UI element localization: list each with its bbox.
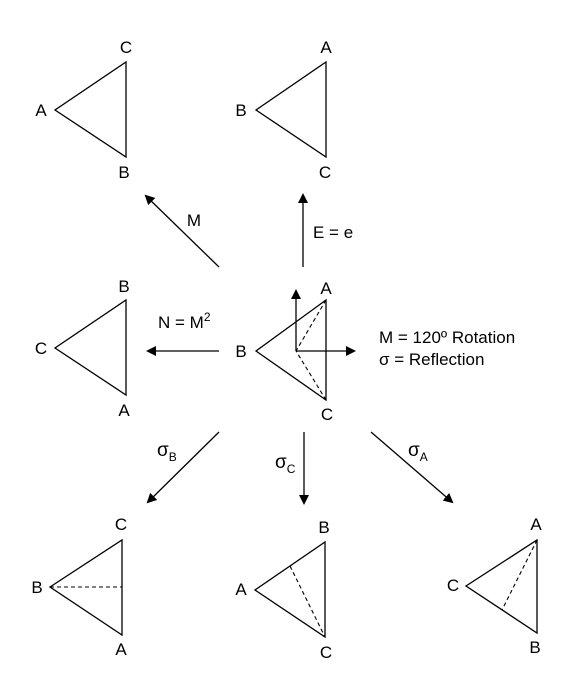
triangle-sigma-a-result: A C B <box>447 515 542 657</box>
arrow-sigma-a <box>370 431 454 504</box>
vertex-label-bottom: C <box>319 163 331 182</box>
operation-label-m: M <box>187 211 201 230</box>
triangle-m-result: C A B <box>35 38 132 182</box>
dashed-median-lower <box>295 350 327 401</box>
vertex-label-left: C <box>447 576 459 595</box>
operation-label-n: N = M2 <box>158 310 211 332</box>
vertex-label-top: A <box>320 38 332 57</box>
dashed-reflection-line <box>501 539 538 611</box>
arrow-sigma-b <box>146 431 220 504</box>
vertex-label-left: B <box>235 342 246 361</box>
legend-rotation: M = 120º Rotation <box>379 328 515 347</box>
triangle-outline <box>254 60 327 159</box>
vertex-label-left: C <box>35 339 47 358</box>
triangle-outline <box>464 538 538 635</box>
operation-label-sigma-a: σA <box>408 440 428 464</box>
vertex-label-bottom: A <box>118 401 130 420</box>
vertex-label-top: B <box>118 277 129 296</box>
vertex-label-left: A <box>235 580 247 599</box>
vertex-label-left: B <box>31 578 42 597</box>
vertex-label-top: A <box>530 515 542 534</box>
vertex-label-left: A <box>35 101 47 120</box>
vertex-label-left: B <box>235 101 246 120</box>
arrow-m <box>144 194 220 268</box>
triangle-e-result: A B C <box>235 38 332 182</box>
vertex-label-bottom: C <box>320 643 332 662</box>
triangle-outline <box>254 298 327 402</box>
vertex-label-top: C <box>115 515 127 534</box>
vertex-label-bottom: B <box>529 638 540 657</box>
dashed-median-upper <box>295 299 327 352</box>
dashed-reflection-line <box>289 565 326 638</box>
operation-label-e: E = e <box>313 223 353 242</box>
triangle-outline <box>253 540 326 639</box>
vertex-label-top: A <box>320 279 332 298</box>
triangle-outline <box>53 298 127 397</box>
triangle-sigma-c-result: B A C <box>235 518 332 662</box>
triangle-center: A B C <box>235 279 356 424</box>
operation-label-sigma-b: σB <box>157 440 177 464</box>
triangle-n-result: B C A <box>35 277 130 420</box>
vertex-label-bottom: C <box>321 405 333 424</box>
operation-label-sigma-c: σC <box>275 452 296 476</box>
legend-reflection: σ = Reflection <box>379 350 484 369</box>
triangle-sigma-b-result: C B A <box>31 515 127 659</box>
vertex-label-top: C <box>120 38 132 57</box>
triangle-outline <box>53 60 127 159</box>
vertex-label-top: B <box>318 518 329 537</box>
vertex-label-bottom: B <box>118 163 129 182</box>
vertex-label-bottom: A <box>115 640 127 659</box>
